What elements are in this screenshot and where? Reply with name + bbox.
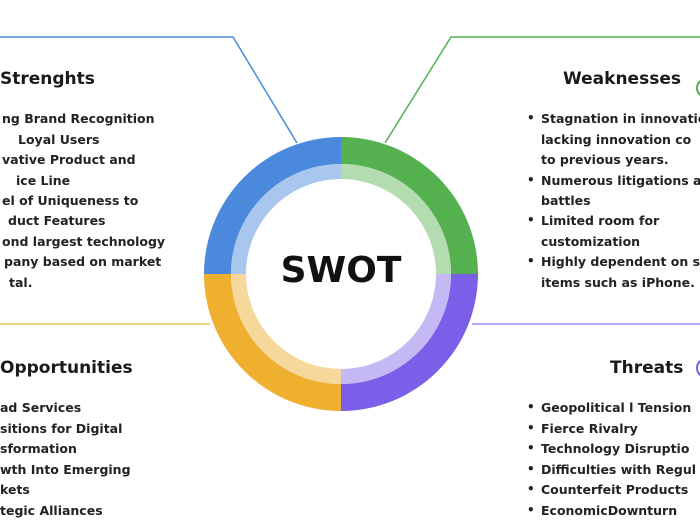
list-item: Limited room for	[541, 213, 660, 228]
bullet: •	[527, 111, 535, 125]
inner-ring-threats	[341, 274, 451, 384]
ring-segment-opportunities	[204, 274, 341, 411]
inner-ring-opportunities	[231, 274, 341, 384]
list-item: pany based on market	[4, 254, 162, 269]
ring-segment-threats	[341, 274, 478, 411]
list-item: Numerous litigations a	[541, 173, 700, 188]
list-item: EconomicDownturn	[541, 503, 678, 518]
bullet: •	[527, 400, 535, 414]
bullet: •	[527, 173, 535, 187]
list-item: ond largest technology	[2, 234, 166, 249]
list-item: tal.	[9, 275, 33, 290]
list-item: battles	[541, 193, 591, 208]
list-item: wth Into Emerging	[0, 462, 131, 477]
list-item: to previous years.	[541, 152, 669, 167]
threats-title: Threats	[610, 358, 684, 378]
list-item: sformation	[0, 441, 77, 456]
list-item: kets	[0, 482, 30, 497]
bullet: •	[527, 421, 535, 435]
bullet: •	[527, 254, 535, 268]
bullet: •	[527, 482, 535, 496]
inner-ring-weaknesses	[341, 164, 451, 274]
swot-center-label: SWOT	[280, 250, 402, 291]
opportunities-title: Opportunities	[0, 358, 133, 378]
list-item: ng Brand Recognition	[2, 111, 155, 126]
list-item: Fierce Rivalry	[541, 421, 638, 436]
inner-ring-strengths	[231, 164, 341, 274]
swot-ring	[204, 137, 478, 411]
bullet: •	[527, 503, 535, 517]
list-item: ice Line	[16, 173, 71, 188]
list-item: tegic Alliances	[0, 503, 103, 518]
list-item: Geopolitical l Tension	[541, 400, 692, 415]
list-item: sitions for Digital	[0, 421, 123, 436]
strengths-title: Strenghts	[0, 69, 95, 89]
threats-icon	[696, 360, 700, 376]
bullet: •	[527, 213, 535, 227]
list-item: ad Services	[0, 400, 82, 415]
list-item: Stagnation in innovatio	[541, 111, 700, 126]
list-item: el of Uniqueness to	[2, 193, 139, 208]
list-item: customization	[541, 234, 641, 249]
list-item: Loyal Users	[18, 132, 100, 147]
weaknesses-icon	[696, 80, 700, 96]
ring-segment-weaknesses	[341, 137, 478, 274]
list-item: items such as iPhone.	[541, 275, 695, 290]
list-item: lacking innovation co	[541, 132, 692, 147]
list-item: Difficulties with Regul	[541, 462, 697, 477]
ring-segment-strengths	[204, 137, 341, 274]
weaknesses-connector-line	[384, 36, 700, 144]
list-item: Counterfeit Products	[541, 482, 689, 497]
list-item: duct Features	[8, 213, 106, 228]
strengths-connector-line	[0, 36, 298, 144]
list-item: Highly dependent on s	[541, 254, 700, 269]
list-item: vative Product and	[2, 152, 136, 167]
weaknesses-title: Weaknesses	[563, 69, 681, 89]
bullet: •	[527, 462, 535, 476]
list-item: Technology Disruptio	[541, 441, 690, 456]
bullet: •	[527, 441, 535, 455]
